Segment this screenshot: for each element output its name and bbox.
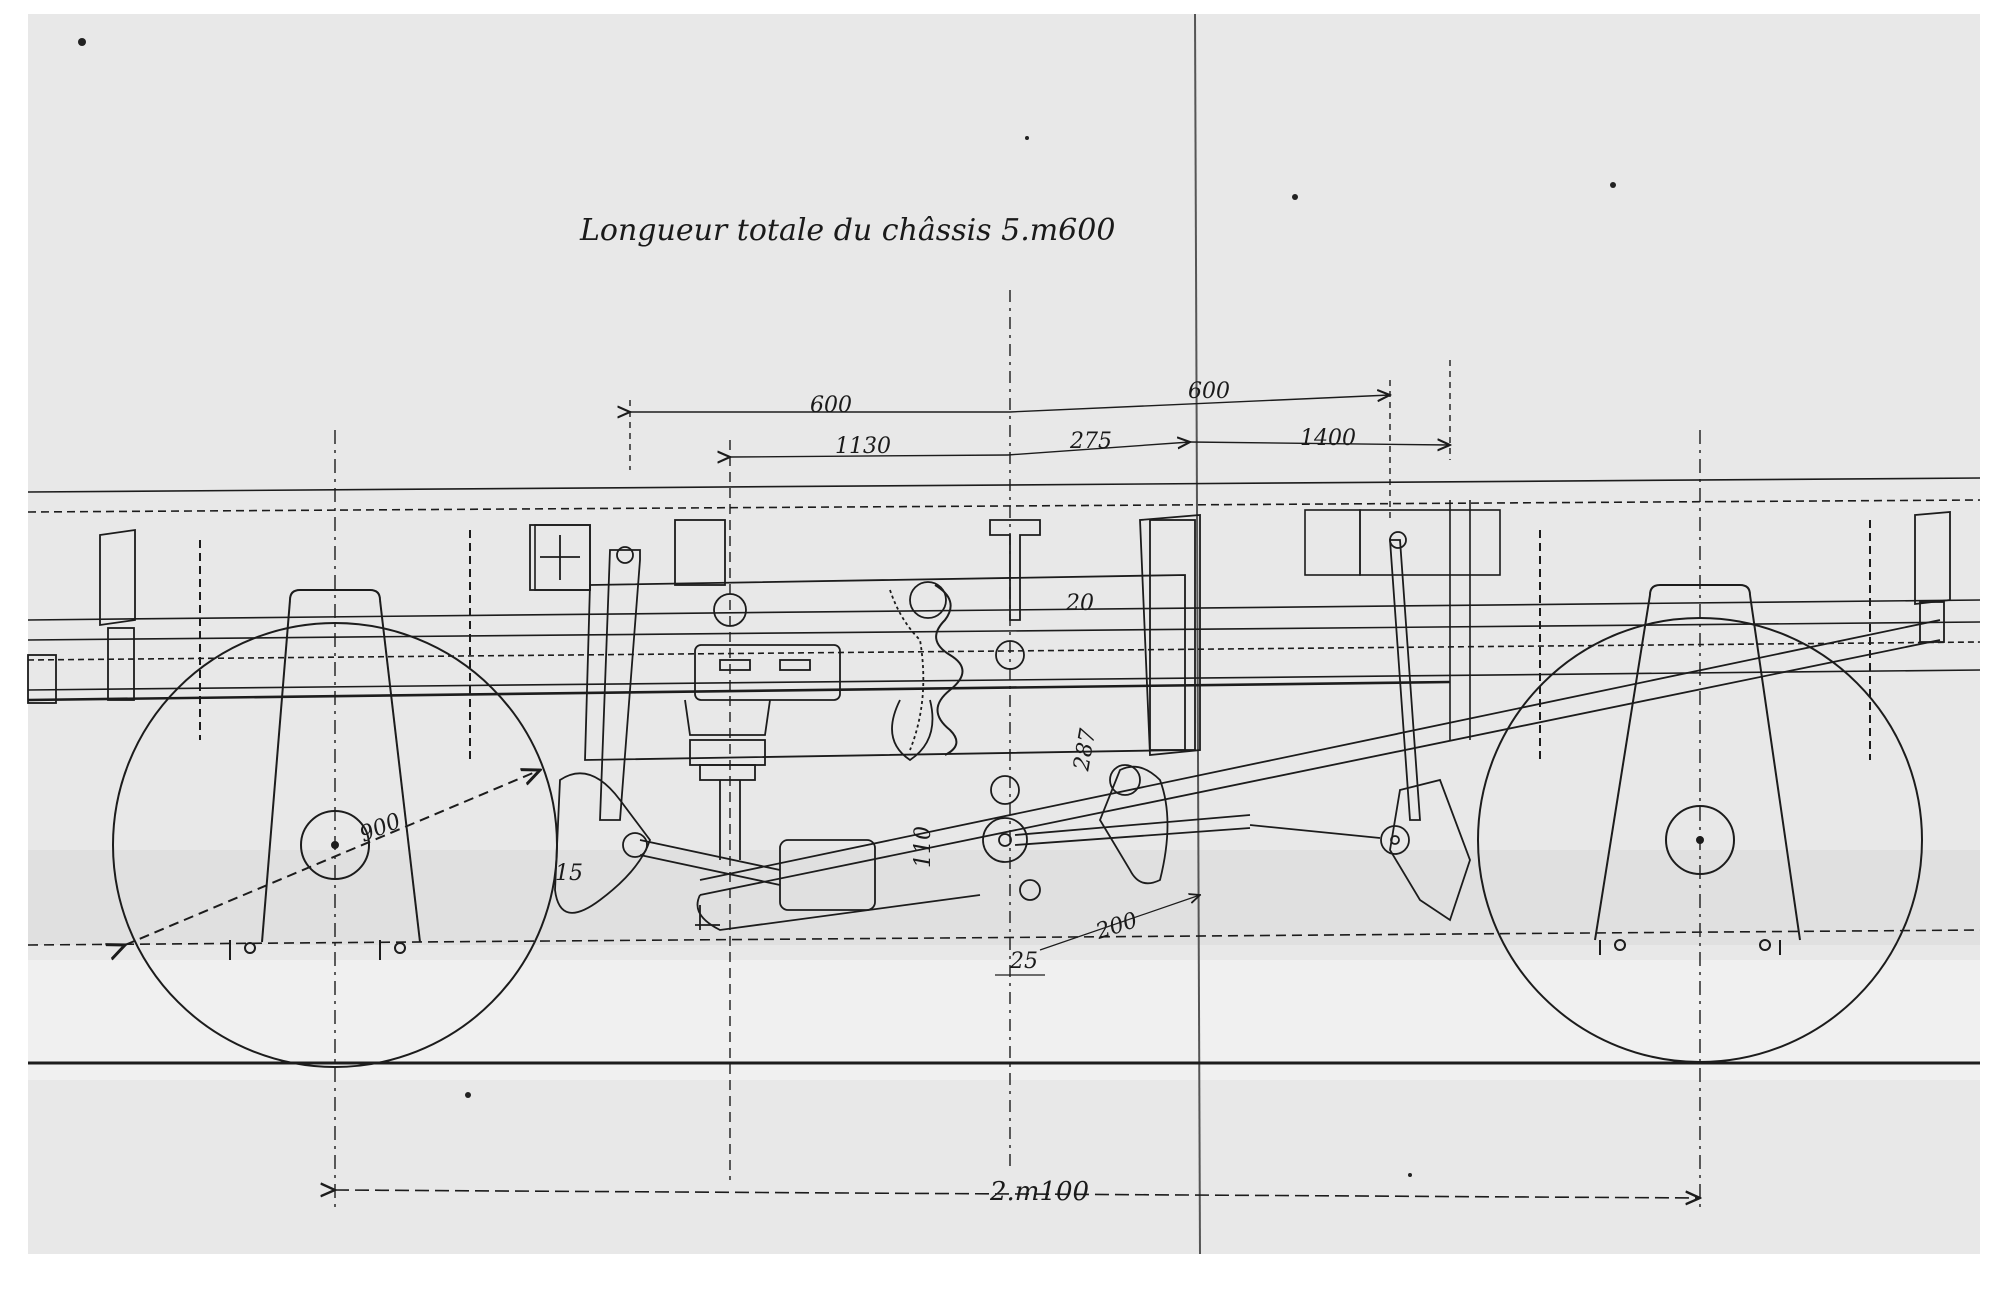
central-gearbox [529, 514, 1201, 860]
dim-20: 20 [1065, 591, 1094, 616]
dim-200-line [1039, 895, 1200, 951]
wheelbase-dim-line [335, 1190, 1700, 1198]
dim-275: 275 [1069, 429, 1112, 454]
frame-rails [27, 477, 1981, 946]
dim-wheelbase: 2.m100 [989, 1177, 1089, 1207]
dim-600-right: 600 [1188, 379, 1230, 404]
dim-15: 15 [555, 861, 583, 886]
sheet-fold-line [1194, 13, 1201, 1255]
paper-light-band [28, 960, 1980, 1080]
dim-25: 25 [1009, 949, 1038, 974]
brake-linkage [554, 531, 1941, 931]
dim-1400: 1400 [1300, 426, 1356, 451]
dim-110: 110 [911, 826, 936, 868]
scan-specks [78, 38, 1616, 1177]
right-wheel [1477, 520, 1923, 1063]
paper-shade-band [28, 850, 1980, 945]
left-buffer-beam [27, 528, 136, 704]
drawing-title: Longueur totale du châssis 5.m600 [579, 213, 1115, 248]
frame-brackets [534, 500, 1501, 740]
air-hose [934, 584, 964, 756]
top-dimension-lines [334, 290, 1701, 1210]
dim-1130: 1130 [835, 434, 891, 459]
dim-600-left: 600 [810, 393, 852, 418]
